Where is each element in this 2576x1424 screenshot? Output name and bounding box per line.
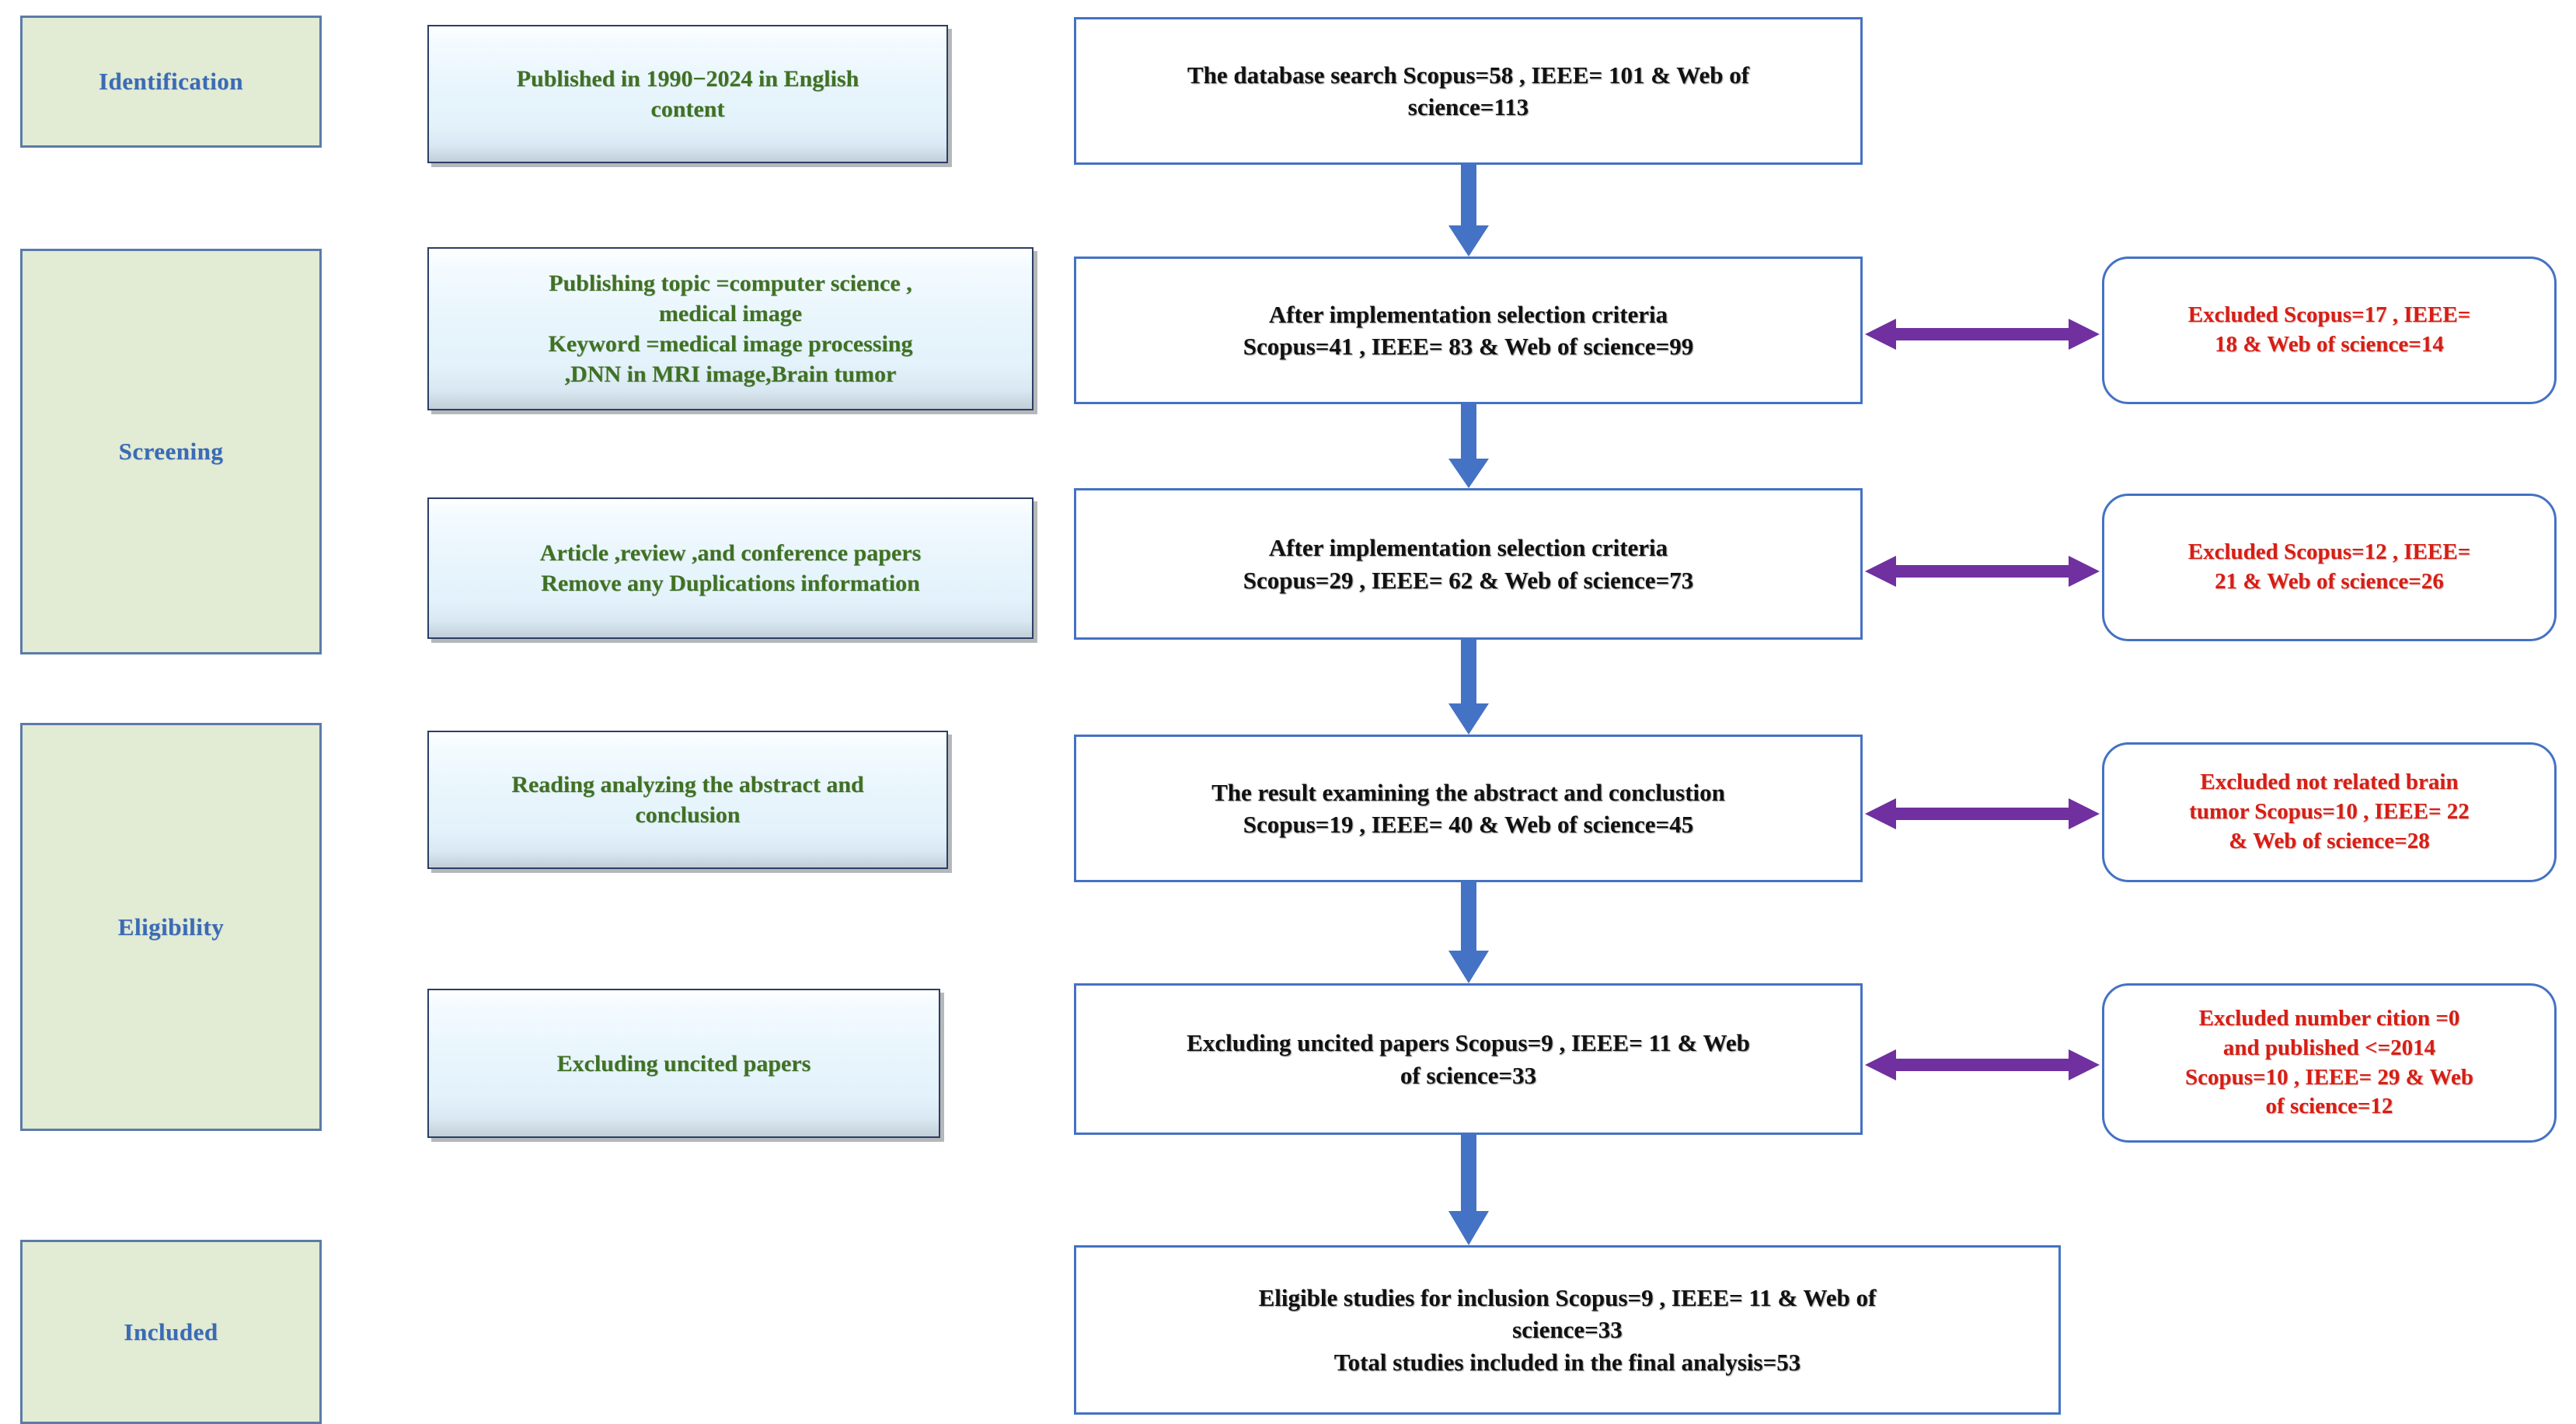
- arrow-double-4: [1865, 1045, 2100, 1084]
- excluded-line: of science=12: [2265, 1094, 2393, 1119]
- flow-line: of science=33: [1400, 1061, 1537, 1089]
- flow-text-excluding-uncited: Excluding uncited papers Scopus=9 , IEEE…: [1187, 1027, 1750, 1091]
- stage-label-included: Included: [124, 1318, 218, 1345]
- criteria-line: Remove any Duplications information: [541, 571, 920, 596]
- excluded-text-3: Excluded not related brain tumor Scopus=…: [2189, 768, 2469, 856]
- criteria-line: Article ,review ,and conference papers: [539, 540, 922, 566]
- flow-box-database-search: The database search Scopus=58 , IEEE= 10…: [1074, 17, 1863, 165]
- excluded-box-2: Excluded Scopus=12 , IEEE= 21 & Web of s…: [2102, 494, 2557, 641]
- flow-line: Scopus=29 , IEEE= 62 & Web of science=73: [1243, 566, 1694, 594]
- arrow-double-2: [1865, 552, 2100, 591]
- flow-box-after-selection-1: After implementation selection criteria …: [1074, 257, 1863, 404]
- excluded-line: Excluded not related brain: [2200, 770, 2459, 795]
- criteria-box-excluding-uncited: Excluding uncited papers: [427, 989, 940, 1138]
- flow-line: The result examining the abstract and co…: [1211, 778, 1725, 806]
- criteria-line: Publishing topic =computer science ,: [549, 270, 912, 296]
- flow-line: science=113: [1407, 93, 1529, 120]
- stage-box-eligibility: Eligibility: [20, 723, 322, 1131]
- criteria-line: Keyword =medical image processing: [548, 331, 913, 357]
- flow-box-abstract-conclusion: The result examining the abstract and co…: [1074, 735, 1863, 882]
- criteria-text-article-types: Article ,review ,and conference papers R…: [540, 538, 921, 599]
- flow-text-database-search: The database search Scopus=58 , IEEE= 10…: [1187, 59, 1749, 123]
- arrow-double-3: [1865, 794, 2100, 833]
- stage-box-screening: Screening: [20, 249, 322, 654]
- arrow-down-4: [1441, 882, 1497, 985]
- stage-box-included: Included: [20, 1240, 322, 1424]
- criteria-line: Published in 1990−2024 in English: [516, 66, 859, 92]
- excluded-line: Excluded number cition =0: [2198, 1006, 2460, 1031]
- arrow-down-1: [1441, 165, 1497, 258]
- excluded-text-1: Excluded Scopus=17 , IEEE= 18 & Web of s…: [2188, 301, 2470, 359]
- criteria-box-topic-keyword: Publishing topic =computer science , med…: [427, 247, 1034, 410]
- excluded-text-2: Excluded Scopus=12 , IEEE= 21 & Web of s…: [2188, 538, 2470, 596]
- flow-box-after-selection-2: After implementation selection criteria …: [1074, 488, 1863, 640]
- flow-line: Eligible studies for inclusion Scopus=9 …: [1258, 1284, 1877, 1312]
- arrow-down-5: [1441, 1135, 1497, 1247]
- flow-text-eligible-included: Eligible studies for inclusion Scopus=9 …: [1259, 1282, 1877, 1378]
- excluded-line: 21 & Web of science=26: [2215, 569, 2444, 594]
- arrow-down-3: [1441, 640, 1497, 736]
- flow-line: Excluding uncited papers Scopus=9 , IEEE…: [1187, 1029, 1750, 1057]
- flow-line: After implementation selection criteria: [1268, 534, 1668, 562]
- criteria-line: ,DNN in MRI image,Brain tumor: [564, 361, 897, 387]
- flow-box-eligible-included: Eligible studies for inclusion Scopus=9 …: [1074, 1245, 2061, 1415]
- criteria-line: content: [650, 96, 725, 122]
- excluded-line: Excluded Scopus=17 , IEEE=: [2187, 302, 2471, 328]
- excluded-line: & Web of science=28: [2229, 828, 2430, 853]
- criteria-line: medical image: [658, 301, 803, 326]
- excluded-line: tumor Scopus=10 , IEEE= 22: [2189, 799, 2470, 825]
- flow-line: Total studies included in the final anal…: [1333, 1348, 1801, 1376]
- flow-line: Scopus=41 , IEEE= 83 & Web of science=99: [1243, 333, 1694, 360]
- flow-line: The database search Scopus=58 , IEEE= 10…: [1187, 61, 1750, 89]
- arrow-double-1: [1865, 315, 2100, 354]
- flow-box-excluding-uncited: Excluding uncited papers Scopus=9 , IEEE…: [1074, 983, 1863, 1135]
- excluded-line: 18 & Web of science=14: [2215, 332, 2444, 357]
- criteria-text-excluding-uncited: Excluding uncited papers: [557, 1049, 811, 1079]
- excluded-line: Excluded Scopus=12 , IEEE=: [2187, 539, 2471, 565]
- stage-label-eligibility: Eligibility: [117, 913, 225, 941]
- criteria-line: conclusion: [635, 802, 741, 828]
- stage-label-identification: Identification: [98, 68, 244, 95]
- excluded-box-1: Excluded Scopus=17 , IEEE= 18 & Web of s…: [2102, 257, 2557, 404]
- excluded-line: Scopus=10 , IEEE= 29 & Web: [2185, 1064, 2473, 1090]
- stage-label-screening: Screening: [118, 438, 224, 465]
- criteria-box-reading-abstract: Reading analyzing the abstract and concl…: [427, 731, 948, 869]
- criteria-box-article-types: Article ,review ,and conference papers R…: [427, 497, 1034, 639]
- flow-text-after-selection-1: After implementation selection criteria …: [1243, 298, 1693, 362]
- stage-box-identification: Identification: [20, 16, 322, 148]
- flow-line: Scopus=19 , IEEE= 40 & Web of science=45: [1243, 811, 1694, 838]
- flow-text-abstract-conclusion: The result examining the abstract and co…: [1211, 777, 1725, 840]
- criteria-text-published: Published in 1990−2024 in English conten…: [517, 64, 859, 124]
- criteria-text-reading-abstract: Reading analyzing the abstract and concl…: [511, 770, 863, 830]
- flow-text-after-selection-2: After implementation selection criteria …: [1243, 532, 1693, 595]
- criteria-line: Excluding uncited papers: [556, 1050, 811, 1077]
- criteria-box-published: Published in 1990−2024 in English conten…: [427, 25, 948, 163]
- criteria-line: Reading analyzing the abstract and: [511, 772, 864, 798]
- excluded-text-4: Excluded number cition =0 and published …: [2185, 1004, 2473, 1122]
- excluded-box-4: Excluded number cition =0 and published …: [2102, 983, 2557, 1143]
- excluded-line: and published <=2014: [2222, 1035, 2436, 1060]
- criteria-text-topic-keyword: Publishing topic =computer science , med…: [549, 268, 913, 389]
- flow-line: science=33: [1512, 1316, 1623, 1344]
- arrow-down-2: [1441, 404, 1497, 490]
- excluded-box-3: Excluded not related brain tumor Scopus=…: [2102, 742, 2557, 882]
- flow-line: After implementation selection criteria: [1268, 300, 1668, 328]
